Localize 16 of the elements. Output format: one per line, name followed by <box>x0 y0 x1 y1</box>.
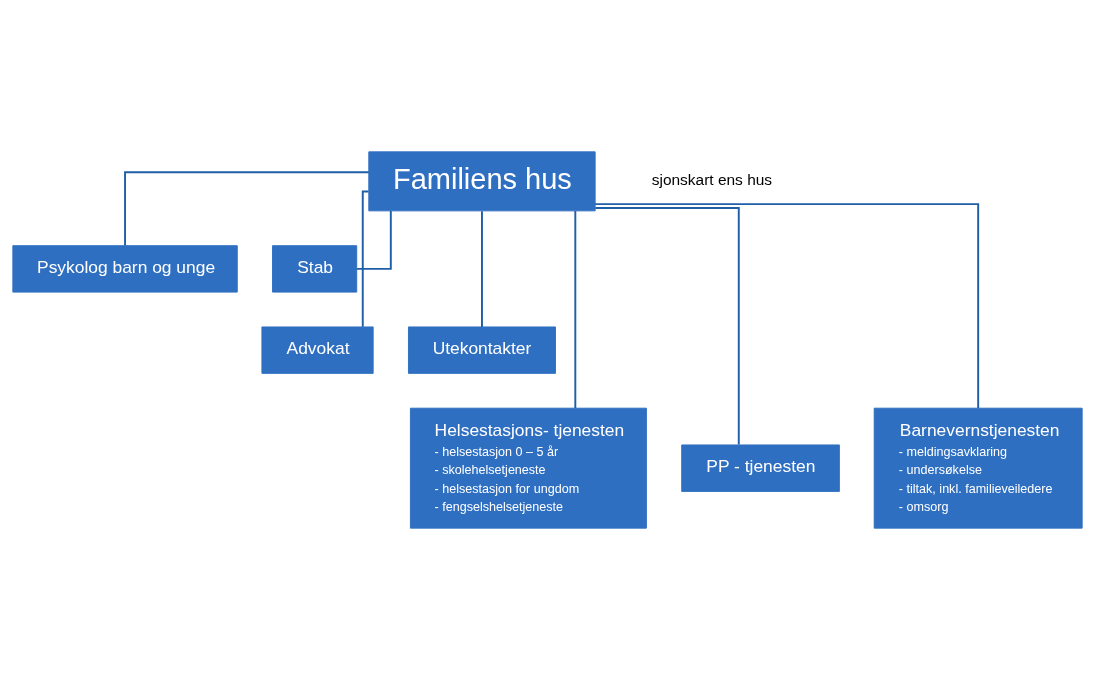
connector <box>124 171 370 247</box>
connector <box>361 190 370 328</box>
node-box: Stab <box>272 245 358 293</box>
connector <box>481 210 483 328</box>
node-box: PP - tjenesten <box>681 444 840 492</box>
node-box: Barnevernstjenesten - meldingsavklaring - undersøkelse - tiltak, inkl. familieveiledere - omsorg <box>873 407 1083 529</box>
node-box: Familiens hus <box>368 151 596 212</box>
node-box: Helsestasjons- tjenesten - helsestasjon 0 – 5 år - skolehelsetjeneste - helsestasjon for ungdom - fengselshelsetjeneste <box>409 407 647 529</box>
connector <box>594 203 980 409</box>
node-box: Advokat <box>261 326 374 374</box>
connector <box>594 207 740 446</box>
connector <box>574 210 577 410</box>
node-box: Psykolog barn og unge <box>12 245 238 293</box>
connector <box>355 210 392 270</box>
node-box: Utekontakter <box>407 326 556 374</box>
label: sjonskart ens hus <box>651 171 773 189</box>
